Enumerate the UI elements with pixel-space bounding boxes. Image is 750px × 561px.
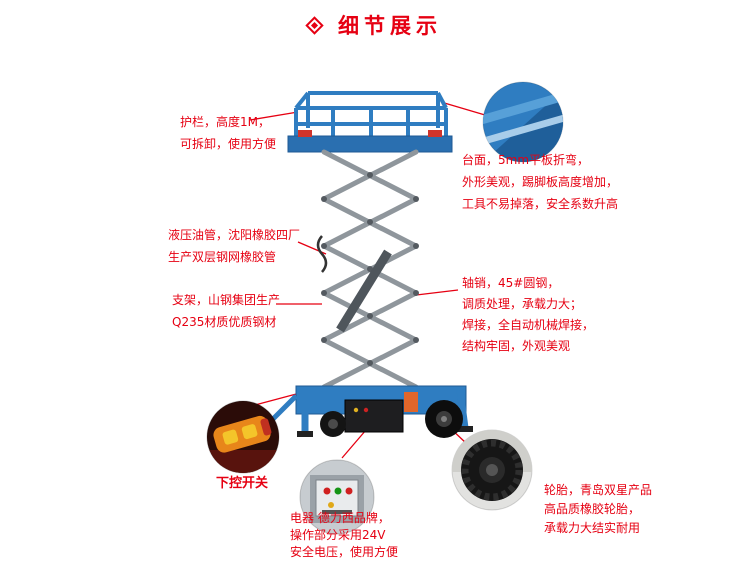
callout-line: 安全电压，使用方便 <box>290 545 399 559</box>
wheels <box>320 400 463 438</box>
callout-guardrail: 护栏，高度1M， 可拆卸，使用方便 <box>180 111 276 155</box>
callout-line: 承载力大结实耐用 <box>544 521 641 535</box>
page-title: 细节展示 <box>338 14 443 38</box>
callout-axle-pin-weld: 轴销，45#圆钢， 调质处理，承载力大； 焊接，全自动机械焊接， 结构牢固，外观… <box>462 273 594 357</box>
callout-line: 护栏，高度1M， <box>180 115 270 129</box>
callout-line: 可拆卸，使用方便 <box>180 137 277 151</box>
callout-line: 调质处理，承载力大； <box>462 297 583 311</box>
callout-hydraulic-hose: 液压油管，沈阳橡胶四厂 生产双层钢网橡胶管 <box>168 224 300 268</box>
callout-line: 高品质橡胶轮胎， <box>544 502 641 516</box>
hydraulic-hose <box>316 235 328 273</box>
lower-control-label: 下控开关 <box>216 476 269 491</box>
callout-line: 工具不易掉落，安全系数升高 <box>462 197 619 211</box>
callout-support-frame: 支架，山钢集团生产 Q235材质优质钢材 <box>172 289 280 333</box>
scissor-joints <box>321 172 419 366</box>
section-header: 细节展示 <box>0 10 750 40</box>
diamond-icon <box>305 15 324 35</box>
callout-line: 外形美观，踢脚板高度增加， <box>462 175 619 189</box>
platform-detail-photo <box>482 81 564 163</box>
callout-line: 焊接，全自动机械焊接， <box>462 318 595 332</box>
base-chassis <box>270 385 473 437</box>
callout-line: 生产双层钢网橡胶管 <box>168 250 277 264</box>
callout-line: Q235材质优质钢材 <box>172 315 277 329</box>
callout-line: 电器 德力西品牌， <box>290 511 390 525</box>
callout-electrics: 电器 德力西品牌， 操作部分采用24V 安全电压，使用方便 <box>290 510 398 561</box>
callout-tires: 轮胎，青岛双星产品 高品质橡胶轮胎， 承载力大结实耐用 <box>544 481 652 538</box>
guardrail <box>294 91 448 140</box>
callout-line: 轮胎，青岛双星产品 <box>544 483 653 497</box>
hydraulic-cylinder <box>336 249 392 333</box>
control-panel-photo <box>299 459 375 535</box>
leader-lines <box>249 101 486 459</box>
callout-line: 结构牢固，外观美观 <box>462 339 571 353</box>
callout-line: 台面，5mm平板折弯， <box>462 153 590 167</box>
callout-line: 操作部分采用24V <box>290 528 386 542</box>
remote-control-photo <box>206 400 280 474</box>
callout-line: 支架，山钢集团生产 <box>172 293 281 307</box>
callout-line: 液压油管，沈阳橡胶四厂 <box>168 228 301 242</box>
platform-deck <box>287 130 453 153</box>
callout-line: 轴销，45#圆钢， <box>462 276 560 290</box>
tire-photo <box>451 429 533 511</box>
callout-platform: 台面，5mm平板折弯， 外形美观，踢脚板高度增加， 工具不易掉落，安全系数升高 <box>462 149 618 215</box>
